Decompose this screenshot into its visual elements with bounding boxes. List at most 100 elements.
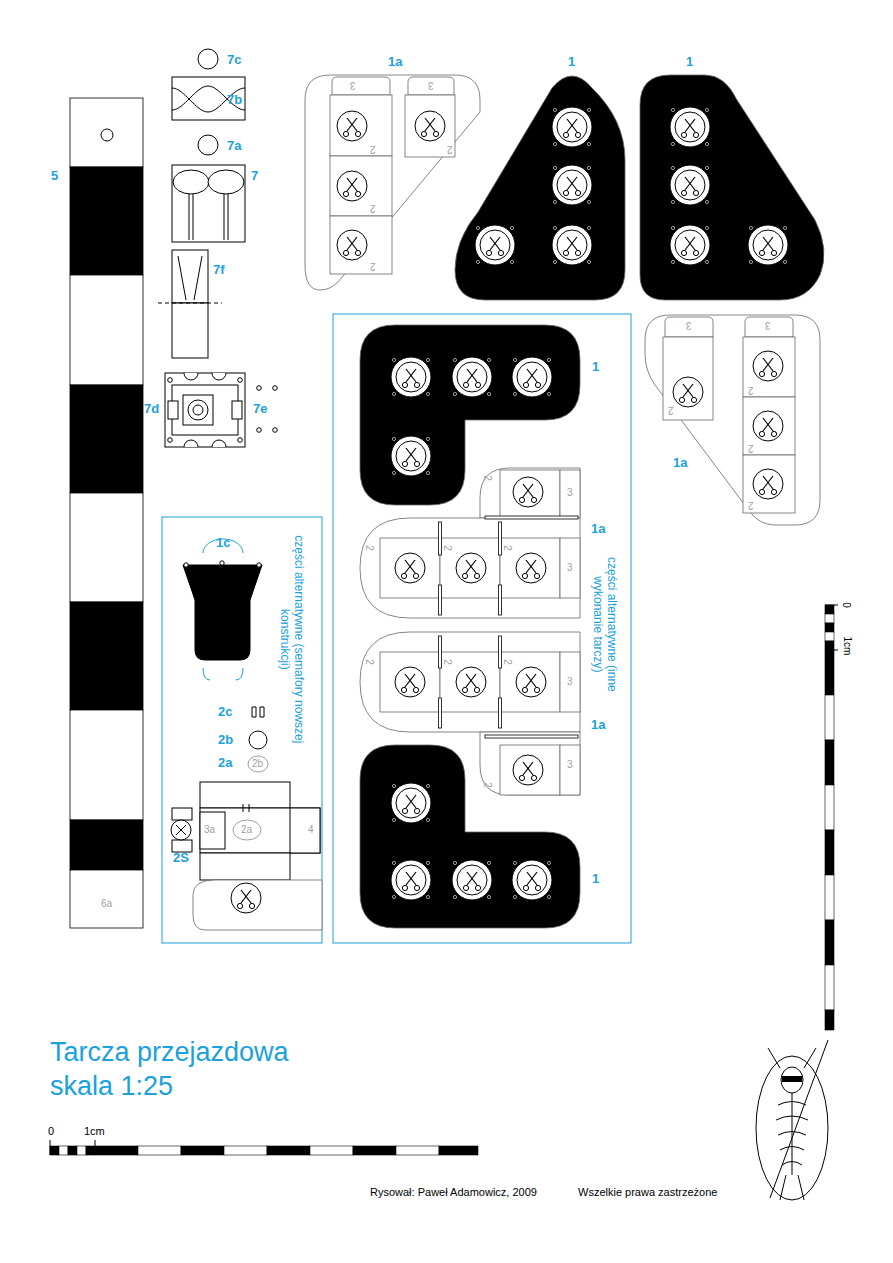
cut-line: [178, 256, 202, 300]
scissors-symbol: [552, 107, 592, 147]
glue-number: 2: [482, 782, 492, 788]
scissors-symbol: [415, 111, 445, 141]
panel-outline: [645, 315, 820, 525]
rivet-dot: [168, 378, 173, 383]
scale-segment: [86, 1146, 95, 1155]
blade: [405, 674, 415, 687]
note-text: 0: [841, 602, 851, 608]
rivet-dot: [453, 358, 456, 361]
lens-cut: [753, 469, 783, 499]
post-stripe: [70, 385, 143, 493]
rivet-dot: [587, 260, 590, 263]
base-part: [165, 373, 245, 447]
notch: [184, 373, 226, 447]
lens-cut: [753, 411, 783, 441]
rivet-dot: [587, 142, 590, 145]
part-number: 7d: [144, 402, 159, 415]
rivet-dot: [587, 200, 590, 203]
band-part: [172, 77, 245, 120]
scale-segment: [825, 965, 834, 1010]
rivet-dot: [671, 260, 674, 263]
scale-tick: [50, 1140, 95, 1155]
lens-ring: [391, 783, 431, 823]
glue-number: 3: [686, 320, 692, 330]
slot: [499, 585, 502, 615]
scale-tick: [825, 605, 838, 650]
blade: [526, 674, 536, 687]
scale-segment: [95, 1146, 138, 1155]
blade: [347, 178, 357, 191]
scissors-symbol: [513, 755, 543, 785]
lens-ring: [670, 225, 710, 265]
wave-line: [172, 86, 245, 110]
alternative-parts-panel: części alternatywne (inne wykonanie tarc…: [333, 314, 631, 943]
scissors-symbol: [337, 171, 367, 201]
rivet-dot: [487, 895, 490, 898]
signal-board: [455, 76, 625, 300]
lens-ring: [552, 107, 592, 147]
rivet-dot: [392, 784, 395, 787]
blade: [467, 872, 477, 885]
rivet-dot: [453, 861, 456, 864]
rivet-dot: [426, 392, 429, 395]
lens-cut: [396, 441, 426, 471]
housing-part: [172, 165, 245, 242]
wave-line: [172, 88, 245, 112]
slot: [499, 522, 502, 555]
net-part: [200, 812, 225, 849]
panel-outline: [193, 880, 322, 930]
rivet-dot: [392, 358, 395, 361]
glue-number: 2a: [241, 825, 252, 835]
glue-number: 3a: [204, 825, 215, 835]
glue-number: 3: [765, 320, 771, 330]
handle: [355, 250, 360, 255]
rivet-dot: [587, 166, 590, 169]
scale-segment: [825, 641, 834, 650]
glue-number: 2: [502, 545, 512, 551]
lens-square: [405, 95, 455, 157]
glue-number: 2: [442, 659, 452, 665]
blade: [567, 237, 577, 250]
slot: [439, 636, 442, 668]
blade: [763, 476, 773, 489]
lens-ring: [670, 165, 710, 205]
rivet-dot: [510, 260, 513, 263]
net-part: [200, 782, 290, 808]
lens-part: [249, 731, 267, 749]
figure-body: [768, 1048, 816, 1200]
part-number: 1a: [591, 718, 605, 731]
scissors-symbol: [670, 225, 710, 265]
handle: [759, 431, 764, 436]
glue-number: 6a: [101, 899, 112, 909]
handle: [355, 131, 360, 136]
blade: [567, 119, 577, 132]
scissors-symbol: [391, 357, 431, 397]
handle: [535, 382, 540, 387]
rivet-dot: [705, 260, 708, 263]
lamp-ellipse: [208, 170, 244, 194]
post-hole: [101, 129, 113, 141]
handle: [343, 131, 348, 136]
handle: [462, 687, 467, 692]
glue-number: 3: [350, 80, 356, 90]
handle: [771, 250, 776, 255]
handle: [563, 250, 568, 255]
part-number: 7c: [227, 53, 241, 66]
scale-segment: [825, 740, 834, 785]
scale-segment: [825, 632, 834, 641]
lens-cut: [675, 230, 705, 260]
blade: [526, 560, 536, 573]
lens-square: [500, 652, 560, 712]
handle: [575, 250, 580, 255]
glue-number: 2: [482, 475, 492, 481]
lens-cut: [675, 112, 705, 142]
post-stripe: [70, 602, 143, 710]
lens-cut: [395, 553, 425, 583]
slot: [485, 516, 578, 519]
rivet-dot: [426, 471, 429, 474]
post-stripe: [70, 275, 143, 385]
slot: [485, 735, 578, 738]
blade: [763, 358, 773, 371]
scale-segment: [224, 1146, 267, 1155]
handle: [401, 687, 406, 692]
